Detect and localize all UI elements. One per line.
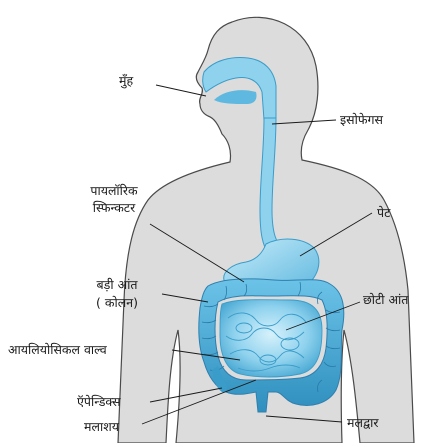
- label-ileocecal-valve: आयलियोसिकल वाल्व: [8, 342, 107, 357]
- label-large-intestine-line1: बड़ी आंत: [72, 277, 162, 292]
- label-appendix: ऍपेन्डिक्स: [77, 394, 121, 409]
- small-intestine-organ: [220, 300, 322, 377]
- label-large-intestine-line2: ( कोलन): [72, 295, 162, 310]
- label-small-intestine: छोटी आंत: [363, 292, 408, 307]
- label-rectum: मलाशय: [84, 419, 119, 434]
- label-anus: मलद्वार: [347, 415, 379, 430]
- label-stomach: पेट: [377, 205, 390, 220]
- label-pyloric-sphincter-line1: पायलॉरिक: [72, 183, 156, 198]
- label-esophagus: इसोफेगस: [340, 112, 383, 127]
- label-pyloric-sphincter-line2: स्फिन्कटर: [72, 200, 156, 215]
- label-mouth: मुँह: [119, 73, 133, 88]
